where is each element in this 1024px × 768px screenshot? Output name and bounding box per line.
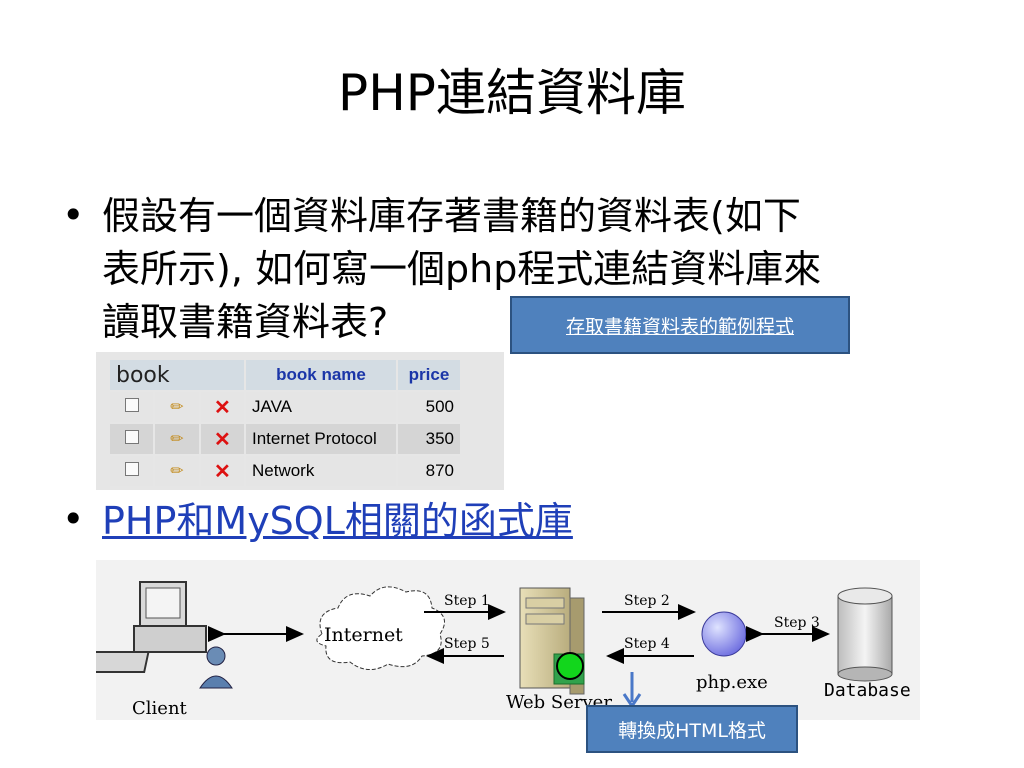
bullet-1-line-1: 假設有一個資料庫存著書籍的資料表(如下 bbox=[102, 194, 801, 238]
table-name-cell: book bbox=[110, 360, 244, 390]
book-name-cell: Internet Protocol bbox=[246, 424, 396, 454]
internet-cloud-icon bbox=[316, 586, 445, 670]
table-row: ✏ ✕ Internet Protocol 350 bbox=[110, 424, 460, 454]
convert-html-label: 轉換成HTML格式 bbox=[618, 719, 766, 742]
book-table: book book name price ✏ ✕ JAVA 500 ✏ ✕ In… bbox=[108, 358, 462, 488]
book-name-cell: Network bbox=[246, 456, 396, 486]
client-label: Client bbox=[132, 698, 187, 719]
pencil-icon[interactable]: ✏ bbox=[170, 463, 184, 480]
edit-cell: ✏ bbox=[155, 424, 199, 454]
delete-icon[interactable]: ✕ bbox=[213, 428, 231, 451]
step-5-label: Step 5 bbox=[444, 636, 490, 652]
database-label: Database bbox=[824, 680, 911, 701]
row-checkbox[interactable] bbox=[124, 462, 139, 476]
row-checkbox[interactable] bbox=[124, 430, 139, 444]
delete-cell: ✕ bbox=[200, 392, 244, 422]
delete-cell: ✕ bbox=[200, 456, 244, 486]
bullet-dot: • bbox=[62, 497, 85, 541]
edit-cell: ✏ bbox=[155, 392, 199, 422]
table-row: ✏ ✕ Network 870 bbox=[110, 456, 460, 486]
diagram-graphics bbox=[96, 581, 893, 709]
price-cell: 350 bbox=[398, 424, 460, 454]
row-checkbox[interactable] bbox=[124, 398, 139, 412]
step-3-label: Step 3 bbox=[774, 615, 820, 631]
pencil-icon[interactable]: ✏ bbox=[170, 399, 184, 416]
book-table-screenshot: book book name price ✏ ✕ JAVA 500 ✏ ✕ In… bbox=[96, 352, 504, 490]
table-row: ✏ ✕ JAVA 500 bbox=[110, 392, 460, 422]
convert-html-box: 轉換成HTML格式 bbox=[586, 705, 798, 753]
delete-cell: ✕ bbox=[200, 424, 244, 454]
client-computer-icon bbox=[96, 581, 233, 689]
table-name: book bbox=[116, 362, 170, 388]
php-mysql-library-link[interactable]: PHP和MySQL相關的函式庫 bbox=[102, 499, 573, 543]
price-cell: 500 bbox=[398, 392, 460, 422]
column-header-book-name[interactable]: book name bbox=[246, 360, 396, 390]
edit-cell: ✏ bbox=[155, 456, 199, 486]
web-server-icon bbox=[519, 587, 585, 695]
row-select-cell bbox=[110, 392, 154, 422]
pencil-icon[interactable]: ✏ bbox=[170, 431, 184, 448]
delete-icon[interactable]: ✕ bbox=[213, 460, 231, 483]
php-label: php.exe bbox=[696, 672, 768, 693]
row-select-cell bbox=[110, 456, 154, 486]
bullet-dot: • bbox=[62, 193, 85, 237]
book-name-cell: JAVA bbox=[246, 392, 396, 422]
step-1-label: Step 1 bbox=[444, 593, 490, 609]
row-select-cell bbox=[110, 424, 154, 454]
sample-program-box[interactable]: 存取書籍資料表的範例程式 bbox=[510, 296, 850, 354]
database-icon bbox=[837, 587, 893, 682]
slide-title: PHP連結資料庫 bbox=[338, 64, 686, 122]
bullet-1-line-2: 表所示), 如何寫一個php程式連結資料庫來 bbox=[102, 247, 822, 291]
php-process-icon bbox=[701, 611, 747, 657]
step-2-label: Step 2 bbox=[624, 593, 670, 609]
table-header-row: book book name price bbox=[110, 360, 460, 390]
bullet-1-text: 假設有一個資料庫存著書籍的資料表(如下 表所示), 如何寫一個php程式連結資料… bbox=[102, 190, 962, 349]
bullet-1-line-3: 讀取書籍資料表? bbox=[102, 300, 389, 344]
price-cell: 870 bbox=[398, 456, 460, 486]
delete-icon[interactable]: ✕ bbox=[213, 396, 231, 419]
bullet-2-text: PHP和MySQL相關的函式庫 bbox=[102, 495, 573, 548]
web-server-label: Web Server bbox=[506, 692, 612, 713]
internet-label: Internet bbox=[324, 624, 403, 646]
php-architecture-diagram: Client Internet Web Server php.exe Datab… bbox=[96, 560, 920, 720]
step-4-label: Step 4 bbox=[624, 636, 670, 652]
column-header-price[interactable]: price bbox=[398, 360, 460, 390]
sample-program-link[interactable]: 存取書籍資料表的範例程式 bbox=[565, 315, 794, 338]
